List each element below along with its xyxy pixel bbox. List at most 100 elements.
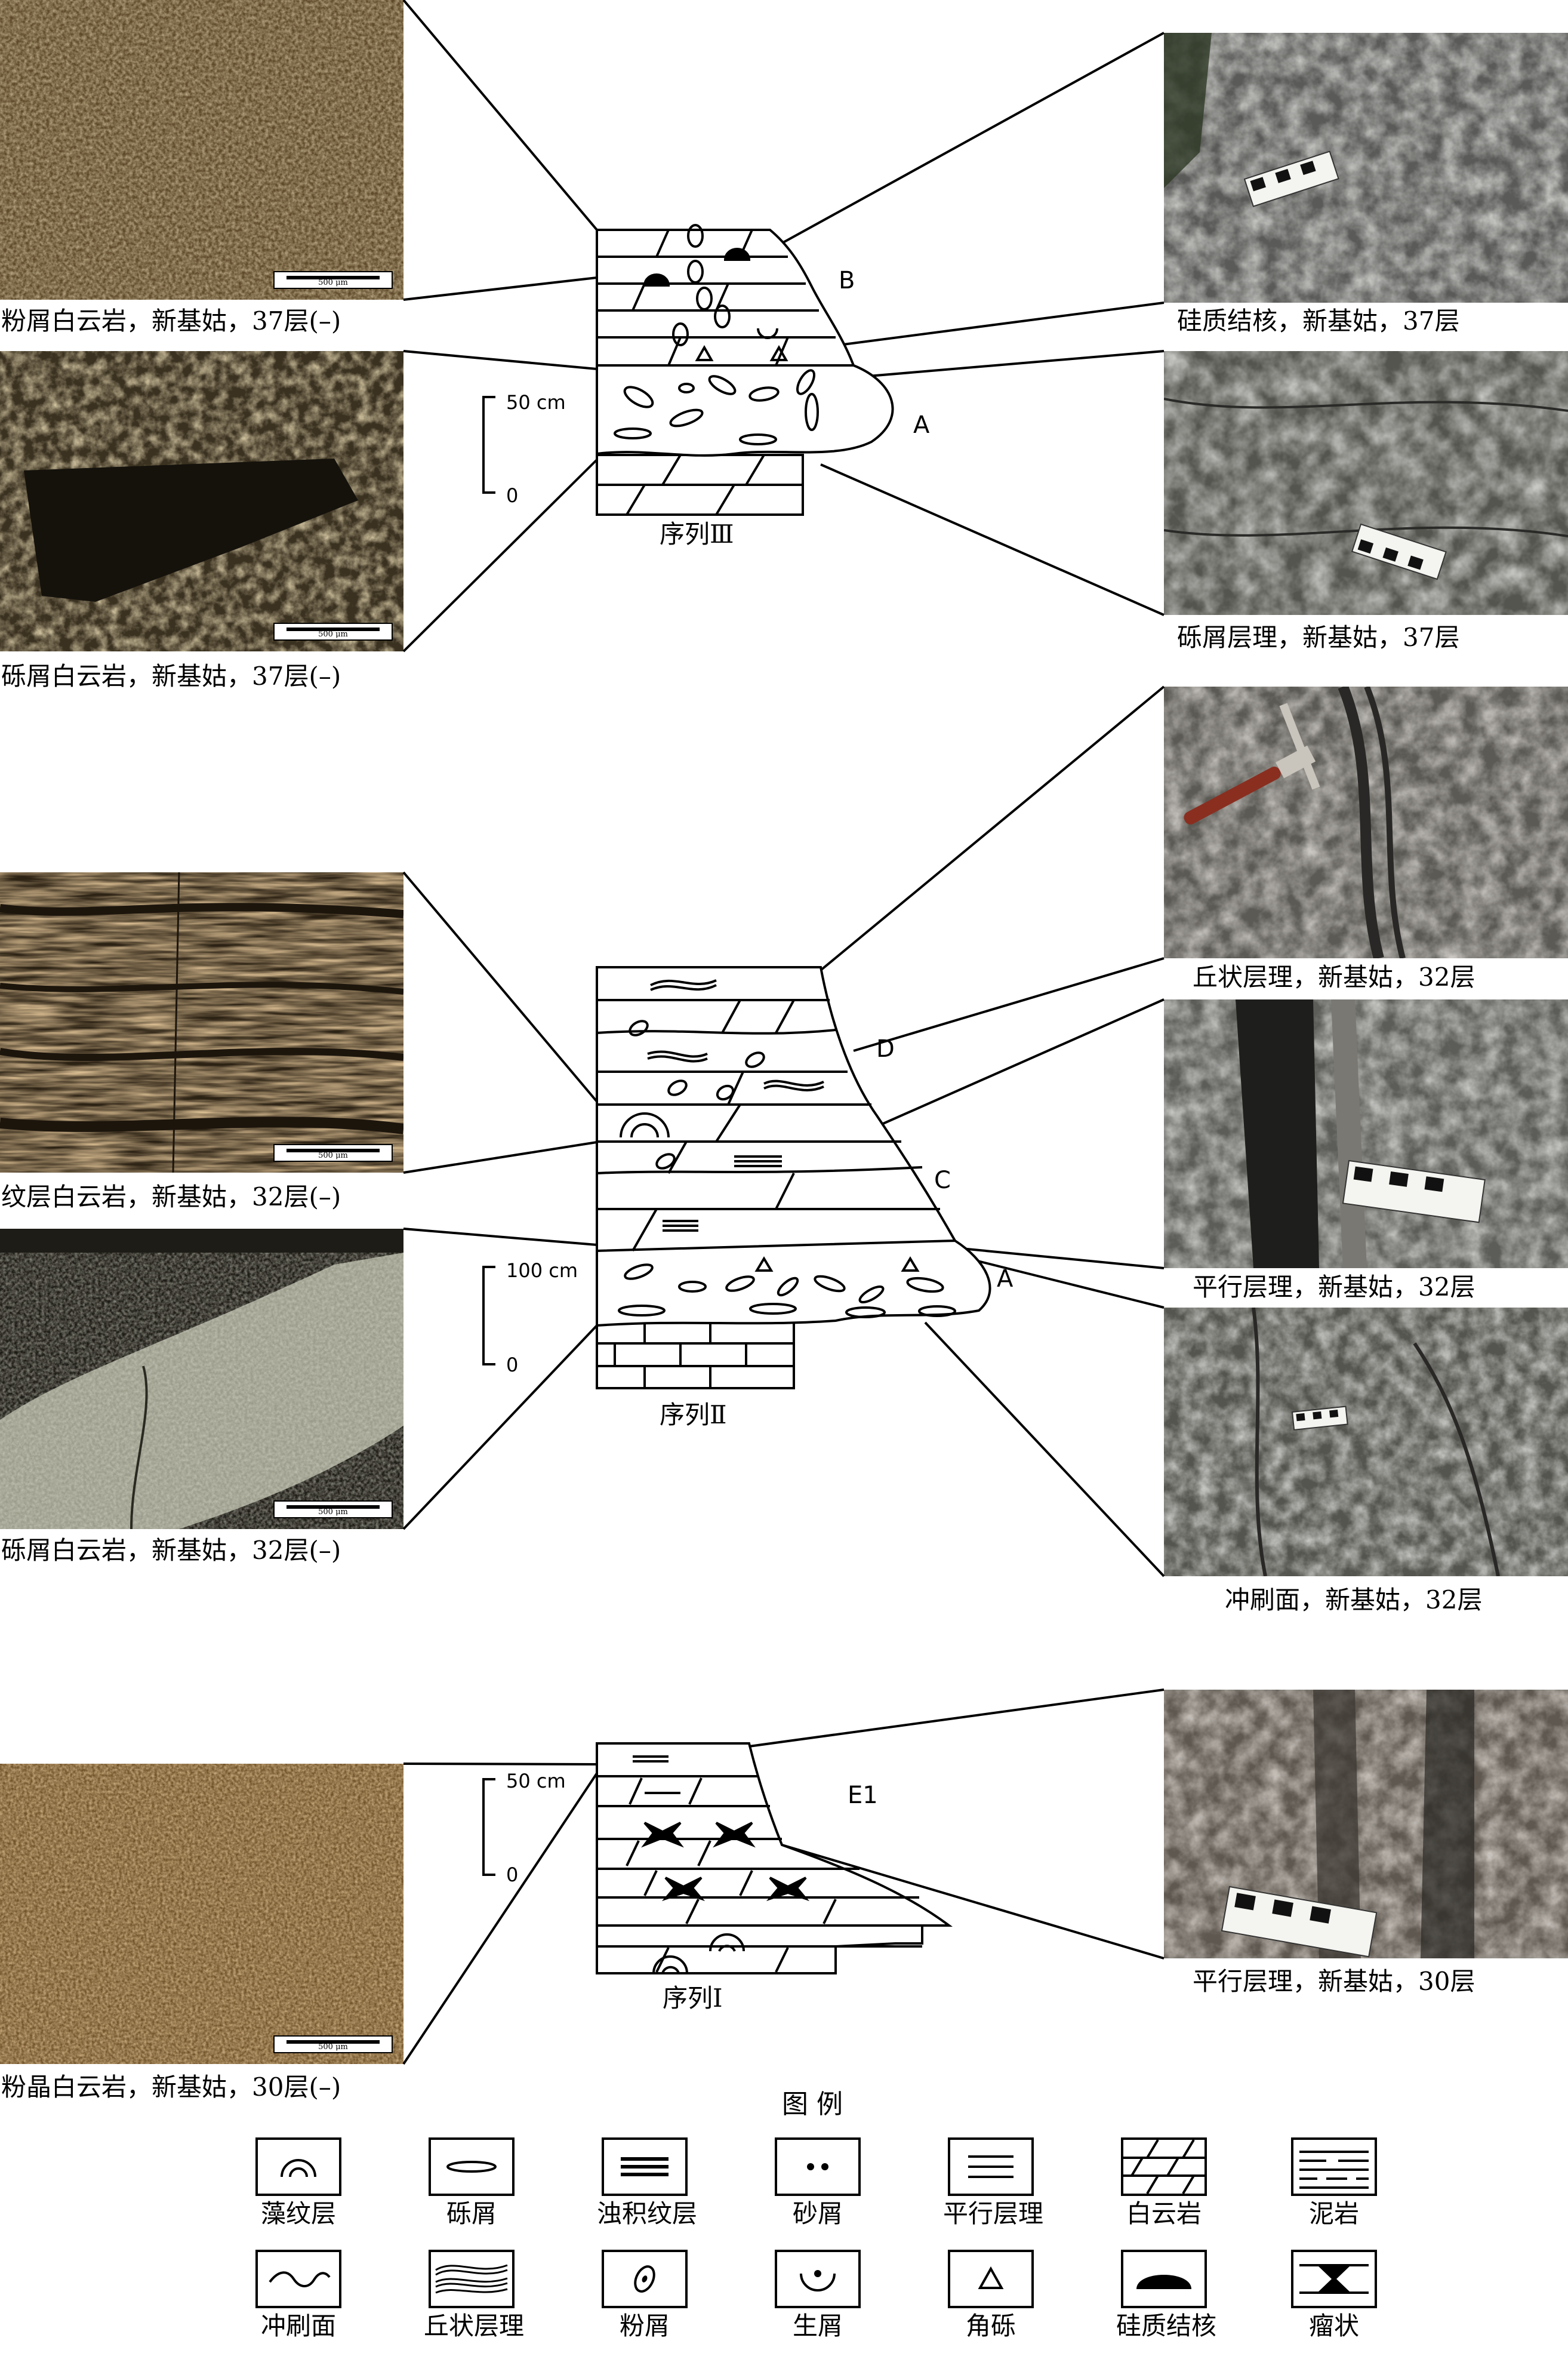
connector-line (403, 1228, 597, 1246)
silt-clast-icon (634, 2265, 655, 2293)
connector-line (402, 0, 598, 231)
connector-line (853, 957, 1165, 1052)
sand-clast-icon (807, 2163, 828, 2170)
scale-label-top: 50 cm (506, 1770, 566, 1792)
photo-caption: 冲刷面，新基姑，32层 (1225, 1585, 1483, 1614)
scale-bracket (482, 1778, 495, 1876)
outcrop-photo-siliceous-nodule-37 (1164, 33, 1568, 303)
micro-scale-bar: 500 μm (273, 271, 393, 289)
scale-label-top: 50 cm (506, 391, 566, 414)
dolomite-icon (1123, 2140, 1205, 2194)
thin-section-photo-silt-crystal-dolomite-30: 500 μm (0, 1764, 403, 2064)
legend-item-silt-clast: 粉屑 (597, 2250, 692, 2342)
legend-item-algal-laminae: 藻纹层 (251, 2137, 346, 2229)
unit-label: C (934, 1167, 951, 1194)
legend-item-nodular: 瘤状 (1286, 2250, 1382, 2342)
turbidite-laminae-icon (621, 2157, 669, 2176)
connector-line (838, 302, 1165, 346)
legend-item-turbidite-laminae: 浊积纹层 (597, 2137, 697, 2229)
photo-caption: 砾屑白云岩，新基姑，37层(–) (1, 662, 341, 691)
breccia-icon (978, 2266, 1004, 2289)
connector-line (778, 32, 1165, 246)
legend-item-mudstone: 泥岩 (1286, 2137, 1382, 2229)
sequence-label: 序列Ⅱ (660, 1400, 727, 1429)
photo-caption: 平行层理，新基姑，30层 (1193, 1967, 1475, 1996)
connector-line (402, 871, 598, 1103)
connector-line (865, 998, 1165, 1133)
connector-line (924, 1321, 1165, 1577)
outcrop-photo-hummocky-bedding-32 (1164, 687, 1568, 958)
outcrop-photo-parallel-bedding-32 (1164, 999, 1568, 1268)
connector-line (820, 463, 1165, 616)
outcrop-photo-gravel-bedding-37 (1164, 351, 1568, 615)
micro-scale-bar: 500 μm (273, 2035, 393, 2053)
nodular-icon (1299, 2264, 1369, 2294)
algal-laminae-icon (281, 2159, 316, 2177)
legend-item-gravel-clast: 砾屑 (424, 2137, 519, 2229)
legend-item-parallel-bedding: 平行层理 (943, 2137, 1043, 2229)
scale-label-bottom: 0 (506, 1354, 519, 1376)
connector-line (781, 1844, 1165, 1960)
scale-label-top: 100 cm (506, 1259, 578, 1282)
legend-item-siliceous-nodule: 硅质结核 (1116, 2250, 1216, 2342)
sequence-label: 序列Ⅰ (663, 1983, 723, 2013)
connector-line (402, 1772, 598, 2065)
legend-item-bioclast: 生屑 (770, 2250, 865, 2342)
micro-scale-bar: 500 μm (273, 623, 393, 641)
column-sequence-3 (596, 224, 894, 516)
siliceous-nodule-icon (1136, 2275, 1191, 2289)
connector-line (960, 1256, 1165, 1309)
thin-section-photo-laminated-dolomite-32: 500 μm (0, 872, 403, 1173)
photo-caption: 粉屑白云岩，新基姑，37层(–) (1, 306, 341, 336)
scale-label-bottom: 0 (506, 484, 519, 507)
connector-line (954, 1247, 1165, 1269)
photo-caption: 纹层白云岩，新基姑，32层(–) (1, 1182, 341, 1211)
gravel-clast-icon (446, 2161, 497, 2173)
unit-label: A (913, 411, 930, 439)
hummocky-bedding-icon (435, 2264, 508, 2294)
connector-line (820, 685, 1165, 971)
photo-caption: 硅质结核，新基姑，37层 (1177, 306, 1460, 336)
micro-scale-bar: 500 μm (273, 1500, 393, 1518)
mudstone-icon (1299, 2151, 1369, 2189)
sequence-label: 序列Ⅲ (660, 519, 734, 549)
legend-item-scour-surface: 冲刷面 (251, 2250, 346, 2342)
unit-label: D (876, 1035, 895, 1063)
scale-bracket (482, 1266, 495, 1365)
column-sequence-2 (596, 966, 991, 1389)
parallel-bedding-icon (968, 2155, 1013, 2178)
connector-line (868, 350, 1165, 377)
legend-item-hummocky-bedding: 丘状层理 (424, 2250, 524, 2342)
photo-caption: 砾屑白云岩，新基姑，32层(–) (1, 1536, 341, 1565)
photo-caption: 粉晶白云岩，新基姑，30层(–) (1, 2072, 341, 2102)
photo-caption: 平行层理，新基姑，32层 (1193, 1272, 1475, 1302)
legend-item-sand-clast: 砂屑 (770, 2137, 865, 2229)
thin-section-photo-gravel-dolomite-37: 500 μm (0, 351, 403, 651)
photo-caption: 丘状层理，新基姑，32层 (1193, 962, 1475, 992)
connector-line (403, 1141, 597, 1174)
scale-label-bottom: 0 (506, 1863, 519, 1886)
unit-label: B (839, 267, 855, 294)
micro-scale-bar: 500 μm (273, 1144, 393, 1162)
connector-line (402, 459, 598, 653)
connector-line (403, 350, 597, 370)
thin-section-photo-silt-dolomite-37: 500 μm (0, 0, 403, 300)
connector-line (403, 276, 597, 301)
scale-bracket (482, 396, 495, 494)
outcrop-photo-scour-surface-32 (1164, 1308, 1568, 1576)
unit-label: A (997, 1265, 1013, 1293)
bioclast-icon (800, 2270, 836, 2292)
column-sequence-1 (596, 1742, 953, 1974)
scour-surface-icon (269, 2271, 331, 2287)
legend-item-dolomite: 白云岩 (1116, 2137, 1212, 2229)
outcrop-photo-parallel-bedding-30 (1164, 1690, 1568, 1958)
thin-section-photo-gravel-dolomite-32: 500 μm (0, 1229, 403, 1529)
connector-line (748, 1688, 1165, 1748)
connector-line (402, 1324, 598, 1530)
unit-label: E1 (848, 1782, 878, 1809)
legend-title: 图 例 (782, 2089, 843, 2120)
photo-caption: 砾屑层理，新基姑，37层 (1177, 623, 1460, 652)
legend-item-breccia: 角砾 (943, 2250, 1039, 2342)
